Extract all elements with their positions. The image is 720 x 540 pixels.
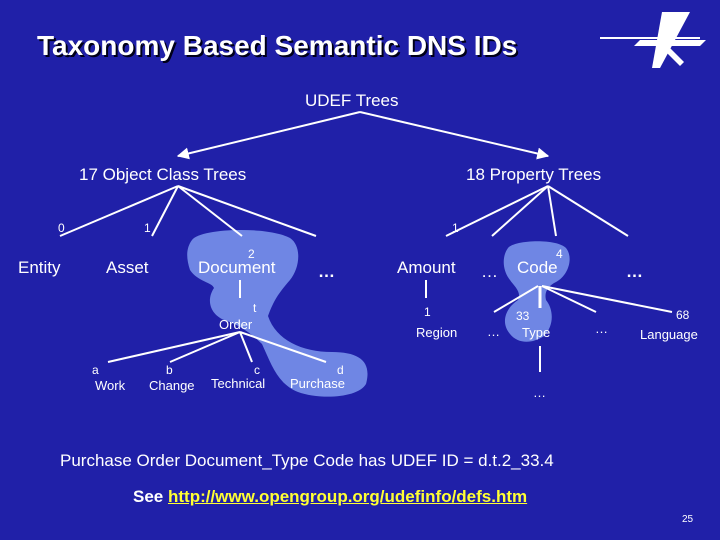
object-node-label: Entity — [18, 258, 61, 277]
reference-link[interactable]: http://www.opengroup.org/udefinfo/defs.h… — [167, 487, 528, 506]
code-child-ellipsis: … — [595, 321, 608, 336]
title-bar: Taxonomy Based Semantic DNS IDs — [0, 30, 720, 72]
order-child-code: a — [92, 363, 99, 377]
code-child-ellipsis: … — [487, 324, 500, 339]
object-node-code: 1 — [144, 221, 151, 235]
object-node-label: Asset — [106, 258, 149, 277]
order-child-code: d — [337, 363, 344, 377]
code-child-code: 68 — [676, 308, 690, 322]
object-node-code: 2 — [248, 247, 255, 261]
order-child-label: Work — [95, 378, 126, 393]
order-child-code: b — [166, 363, 173, 377]
object-node-label: Document — [198, 258, 276, 277]
tree-edges — [59, 111, 673, 372]
type-child-ellipsis: … — [533, 385, 546, 400]
region-node-code: 1 — [424, 305, 431, 319]
property-branch-label: 18 Property Trees — [466, 165, 602, 184]
property-node-label: Amount — [397, 258, 456, 277]
order-node-label: Order — [219, 317, 253, 332]
object-node-ellipsis: … — [318, 262, 335, 281]
region-node-label: Region — [416, 325, 458, 340]
code-child-code: 33 — [516, 309, 530, 323]
udef-id-summary: Purchase Order Document_Type Code has UD… — [60, 451, 554, 470]
property-node-label: Code — [517, 258, 558, 277]
highlight-region-code — [503, 241, 570, 342]
property-node-code: 4 — [556, 247, 563, 261]
reference-line: See http://www.opengroup.org/udefinfo/de… — [133, 487, 527, 507]
property-node-code: 1 — [452, 221, 459, 235]
page-number: 25 — [682, 514, 694, 525]
star-logo-icon — [600, 12, 706, 68]
order-child-label: Purchase — [290, 376, 345, 391]
property-node-ellipsis: … — [626, 262, 643, 281]
object-branch-label: 17 Object Class Trees — [79, 165, 247, 184]
order-child-label: Technical — [211, 376, 266, 391]
slide-title: Taxonomy Based Semantic DNS IDs — [37, 30, 518, 61]
root-node-label: UDEF Trees — [305, 91, 399, 110]
order-child-label: Change — [149, 378, 195, 393]
reference-prefix: See — [133, 487, 168, 506]
highlight-path — [187, 229, 368, 397]
order-node-code: t — [253, 301, 257, 315]
code-child-label: Type — [522, 325, 551, 340]
order-child-code: c — [254, 363, 260, 377]
object-node-code: 0 — [58, 221, 65, 235]
code-child-label: Language — [640, 327, 698, 342]
property-node-ellipsis: … — [481, 262, 498, 281]
